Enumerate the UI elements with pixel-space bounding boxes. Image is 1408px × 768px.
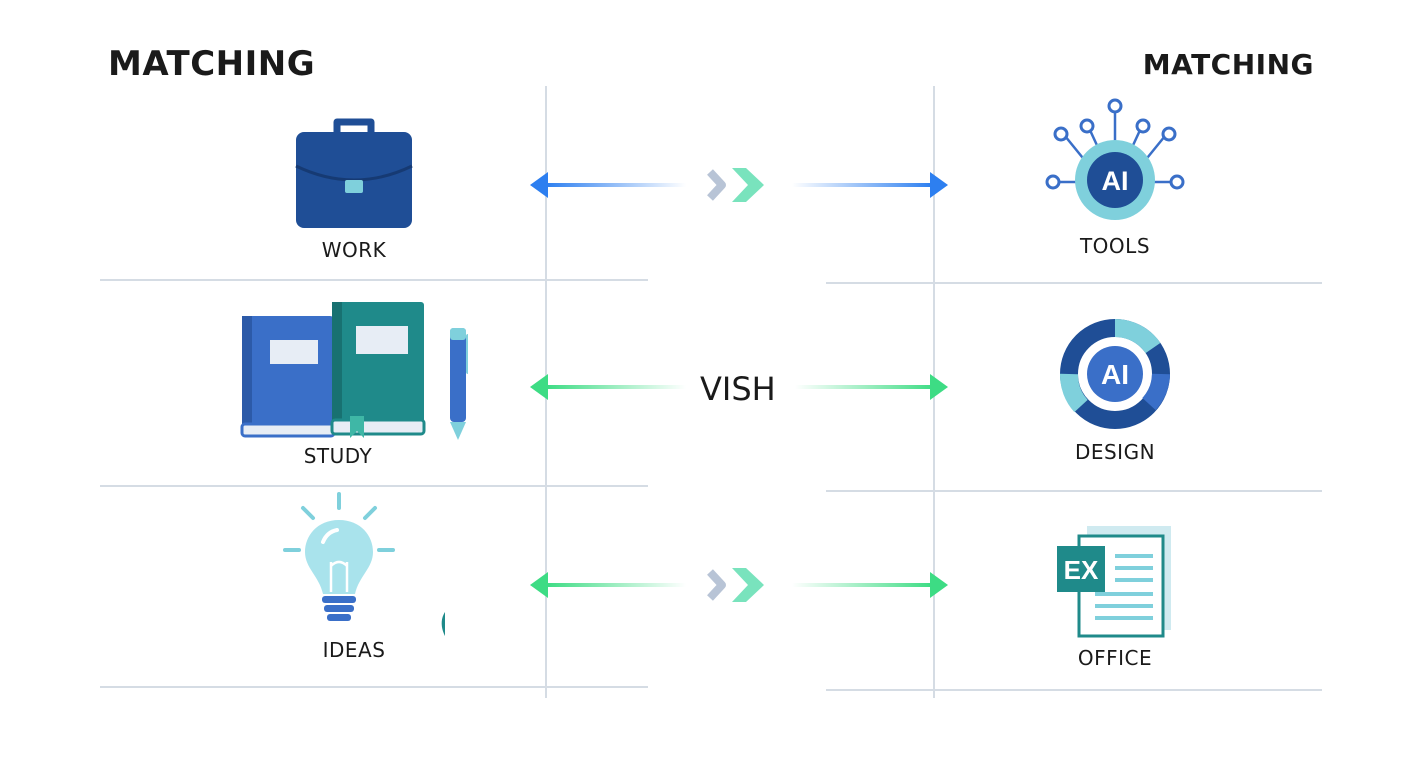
- item-label: IDEAS: [322, 638, 386, 662]
- briefcase-icon: [295, 118, 413, 228]
- chevron-icon: [707, 569, 726, 601]
- connector-center-text: VISH: [700, 370, 776, 408]
- grid-hline-right-2: [826, 490, 1322, 492]
- grid-hline-right-3: [826, 689, 1322, 691]
- item-office: EX OFFICE: [985, 522, 1245, 670]
- chevron-icon: [732, 568, 764, 602]
- arrow-left-head: [530, 572, 548, 598]
- right-heading: MATCHING: [1142, 48, 1314, 81]
- item-design: AI DESIGN: [985, 316, 1245, 464]
- arrow-right-shaft: [795, 385, 935, 389]
- books-pen-icon: [240, 302, 468, 440]
- spreadsheet-document-icon: EX: [1057, 526, 1171, 638]
- chevron-icon: [707, 169, 726, 201]
- chevron-icon: [732, 168, 764, 202]
- arrow-left-shaft: [546, 385, 686, 389]
- grid-hline-right-1: [826, 282, 1322, 284]
- connector-row-1: [530, 168, 948, 202]
- grid-hline-left-3: [100, 686, 648, 688]
- arrow-left-shaft: [546, 583, 686, 587]
- item-label: WORK: [321, 238, 387, 262]
- ex-badge: EX: [1064, 555, 1099, 585]
- item-label: OFFICE: [1077, 646, 1153, 670]
- item-label: DESIGN: [1074, 440, 1156, 464]
- item-label: STUDY: [303, 444, 373, 468]
- connector-row-2: [530, 374, 948, 400]
- ai-badge: AI: [1101, 359, 1129, 390]
- lightbulb-brush-icon: [283, 492, 445, 637]
- grid-hline-left-1: [100, 279, 648, 281]
- ai-badge: AI: [1102, 166, 1129, 196]
- arrow-right-shaft: [792, 183, 932, 187]
- item-work: WORK: [224, 116, 484, 262]
- arrow-left-head: [530, 374, 548, 400]
- arrow-left-shaft: [546, 183, 686, 187]
- grid-hline-left-2: [100, 485, 648, 487]
- arrow-right-shaft: [792, 583, 932, 587]
- item-study: STUDY: [218, 300, 478, 468]
- ai-network-icon: AI: [1045, 98, 1185, 220]
- item-label: TOOLS: [1079, 234, 1151, 258]
- arrow-right-head: [930, 374, 948, 400]
- arrow-right-head: [930, 572, 948, 598]
- connector-row-3: [530, 568, 948, 602]
- item-tools: AI TOOLS: [985, 98, 1245, 258]
- ai-ring-icon: AI: [1060, 318, 1170, 429]
- arrow-right-head: [930, 172, 948, 198]
- item-ideas: IDEAS: [230, 490, 490, 662]
- left-heading: MATCHING: [108, 44, 316, 84]
- arrow-left-head: [530, 172, 548, 198]
